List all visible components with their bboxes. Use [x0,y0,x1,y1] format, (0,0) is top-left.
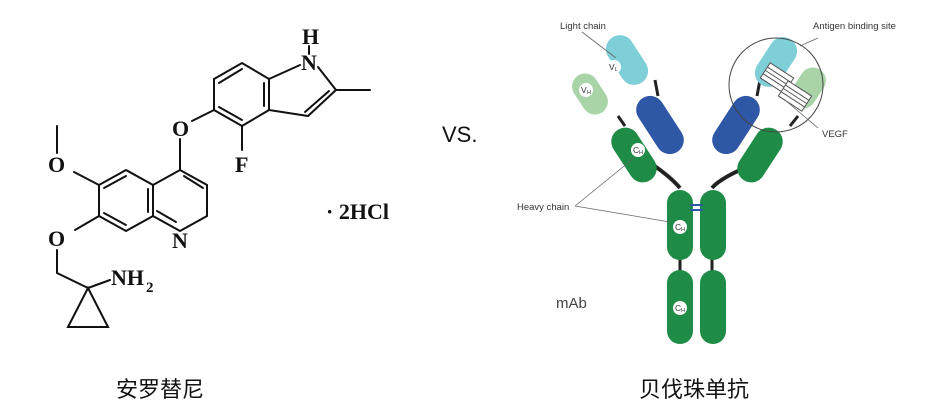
bond [317,66,337,91]
vs-label: VS. [442,122,477,147]
antigen-binding-site-label: Antigen binding site [813,21,896,32]
atom-o-ether: O [172,116,189,141]
indole-benzene-ring [213,61,270,128]
leader-heavy-chain-upper [574,157,635,207]
svg-text:H: H [681,227,685,233]
atom-o-methoxy: O [48,152,65,177]
leader-light-chain [581,31,617,59]
anlotinib-caption: 安罗替尼 [116,378,204,403]
leader-antigen-site [799,37,819,47]
domain-label-ch-low: C H [673,301,687,315]
double-bond [103,212,127,226]
quinoline-benzene-ring [98,168,154,233]
salt-label: · 2HCl [326,199,389,224]
svg-text:C: C [675,303,681,313]
light-chain-constant-left [636,95,684,155]
heavy-chain-fc-upper-right [700,190,726,260]
heavy-chain-fc-lower-right [700,270,726,344]
svg-text:H: H [587,90,591,96]
double-bond [183,175,204,189]
heavy-chain-constant-right [737,127,783,183]
svg-text:V: V [609,62,615,72]
leader-heavy-chain-lower [574,205,671,223]
bevacizumab-caption: 贝伐珠单抗 [639,378,749,403]
bond [268,109,309,117]
domain-label-ch-upper: C H [631,143,645,157]
svg-text:H: H [681,308,685,314]
atom-n-indole: N [301,50,317,75]
svg-text:V: V [581,85,587,95]
double-bond [218,106,243,121]
double-bond [156,210,177,223]
svg-text:C: C [675,222,681,232]
arm-link-left [616,115,627,127]
svg-text:L: L [615,67,618,73]
light-link-left [653,79,660,97]
double-bond [103,175,127,189]
domain-label-vh: V H [579,83,593,97]
antigen-binding-site-circle [728,37,824,133]
atom-n-quinoline: N [172,228,188,253]
svg-text:H: H [639,150,643,156]
bond [191,109,215,122]
domain-label-vl: V L [607,60,621,74]
atom-nh2: NH [111,265,144,290]
arm-link-right [788,115,800,127]
atom-h: H [302,24,319,49]
bond [73,171,100,186]
svg-text:C: C [633,145,639,155]
vegf-antigen-lower [777,80,813,112]
light-chain-label: Light chain [560,21,606,32]
atom-f: F [235,152,248,177]
heavy-chain-label: Heavy chain [517,202,569,213]
antibody-diagram: V L V H C H C H C H Light chain [517,21,896,344]
bond [307,89,337,117]
double-bond [218,68,243,84]
bond [56,272,89,289]
light-chain-constant-right [712,95,760,155]
bond [268,64,301,80]
bond [74,215,100,231]
cyclopropane-ring [66,285,110,328]
vegf-label: VEGF [822,129,848,140]
anlotinib-structure: H N F O N O O NH 2 · 2HCl [48,24,389,328]
double-bond [304,90,330,113]
atom-nh2-subscript: 2 [146,280,154,296]
atom-o-linker: O [48,226,65,251]
quinoline-pyridine-ring [152,168,208,233]
bond [87,279,111,289]
domain-label-ch-mid: C H [673,220,687,234]
light-chain-variable-left [605,35,649,85]
leader-vegf [784,99,819,129]
mab-label: mAb [556,295,587,312]
